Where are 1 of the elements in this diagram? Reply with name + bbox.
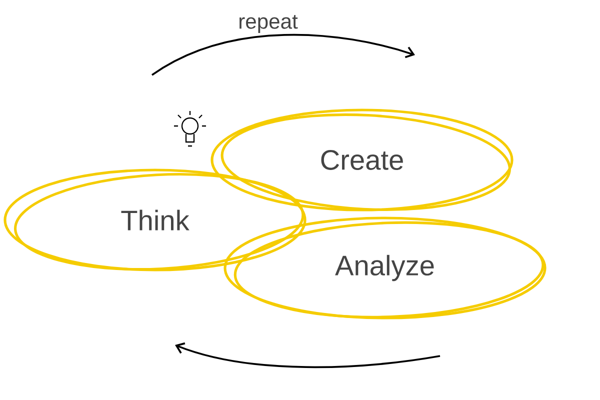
arrow-label: repeat <box>240 15 298 33</box>
